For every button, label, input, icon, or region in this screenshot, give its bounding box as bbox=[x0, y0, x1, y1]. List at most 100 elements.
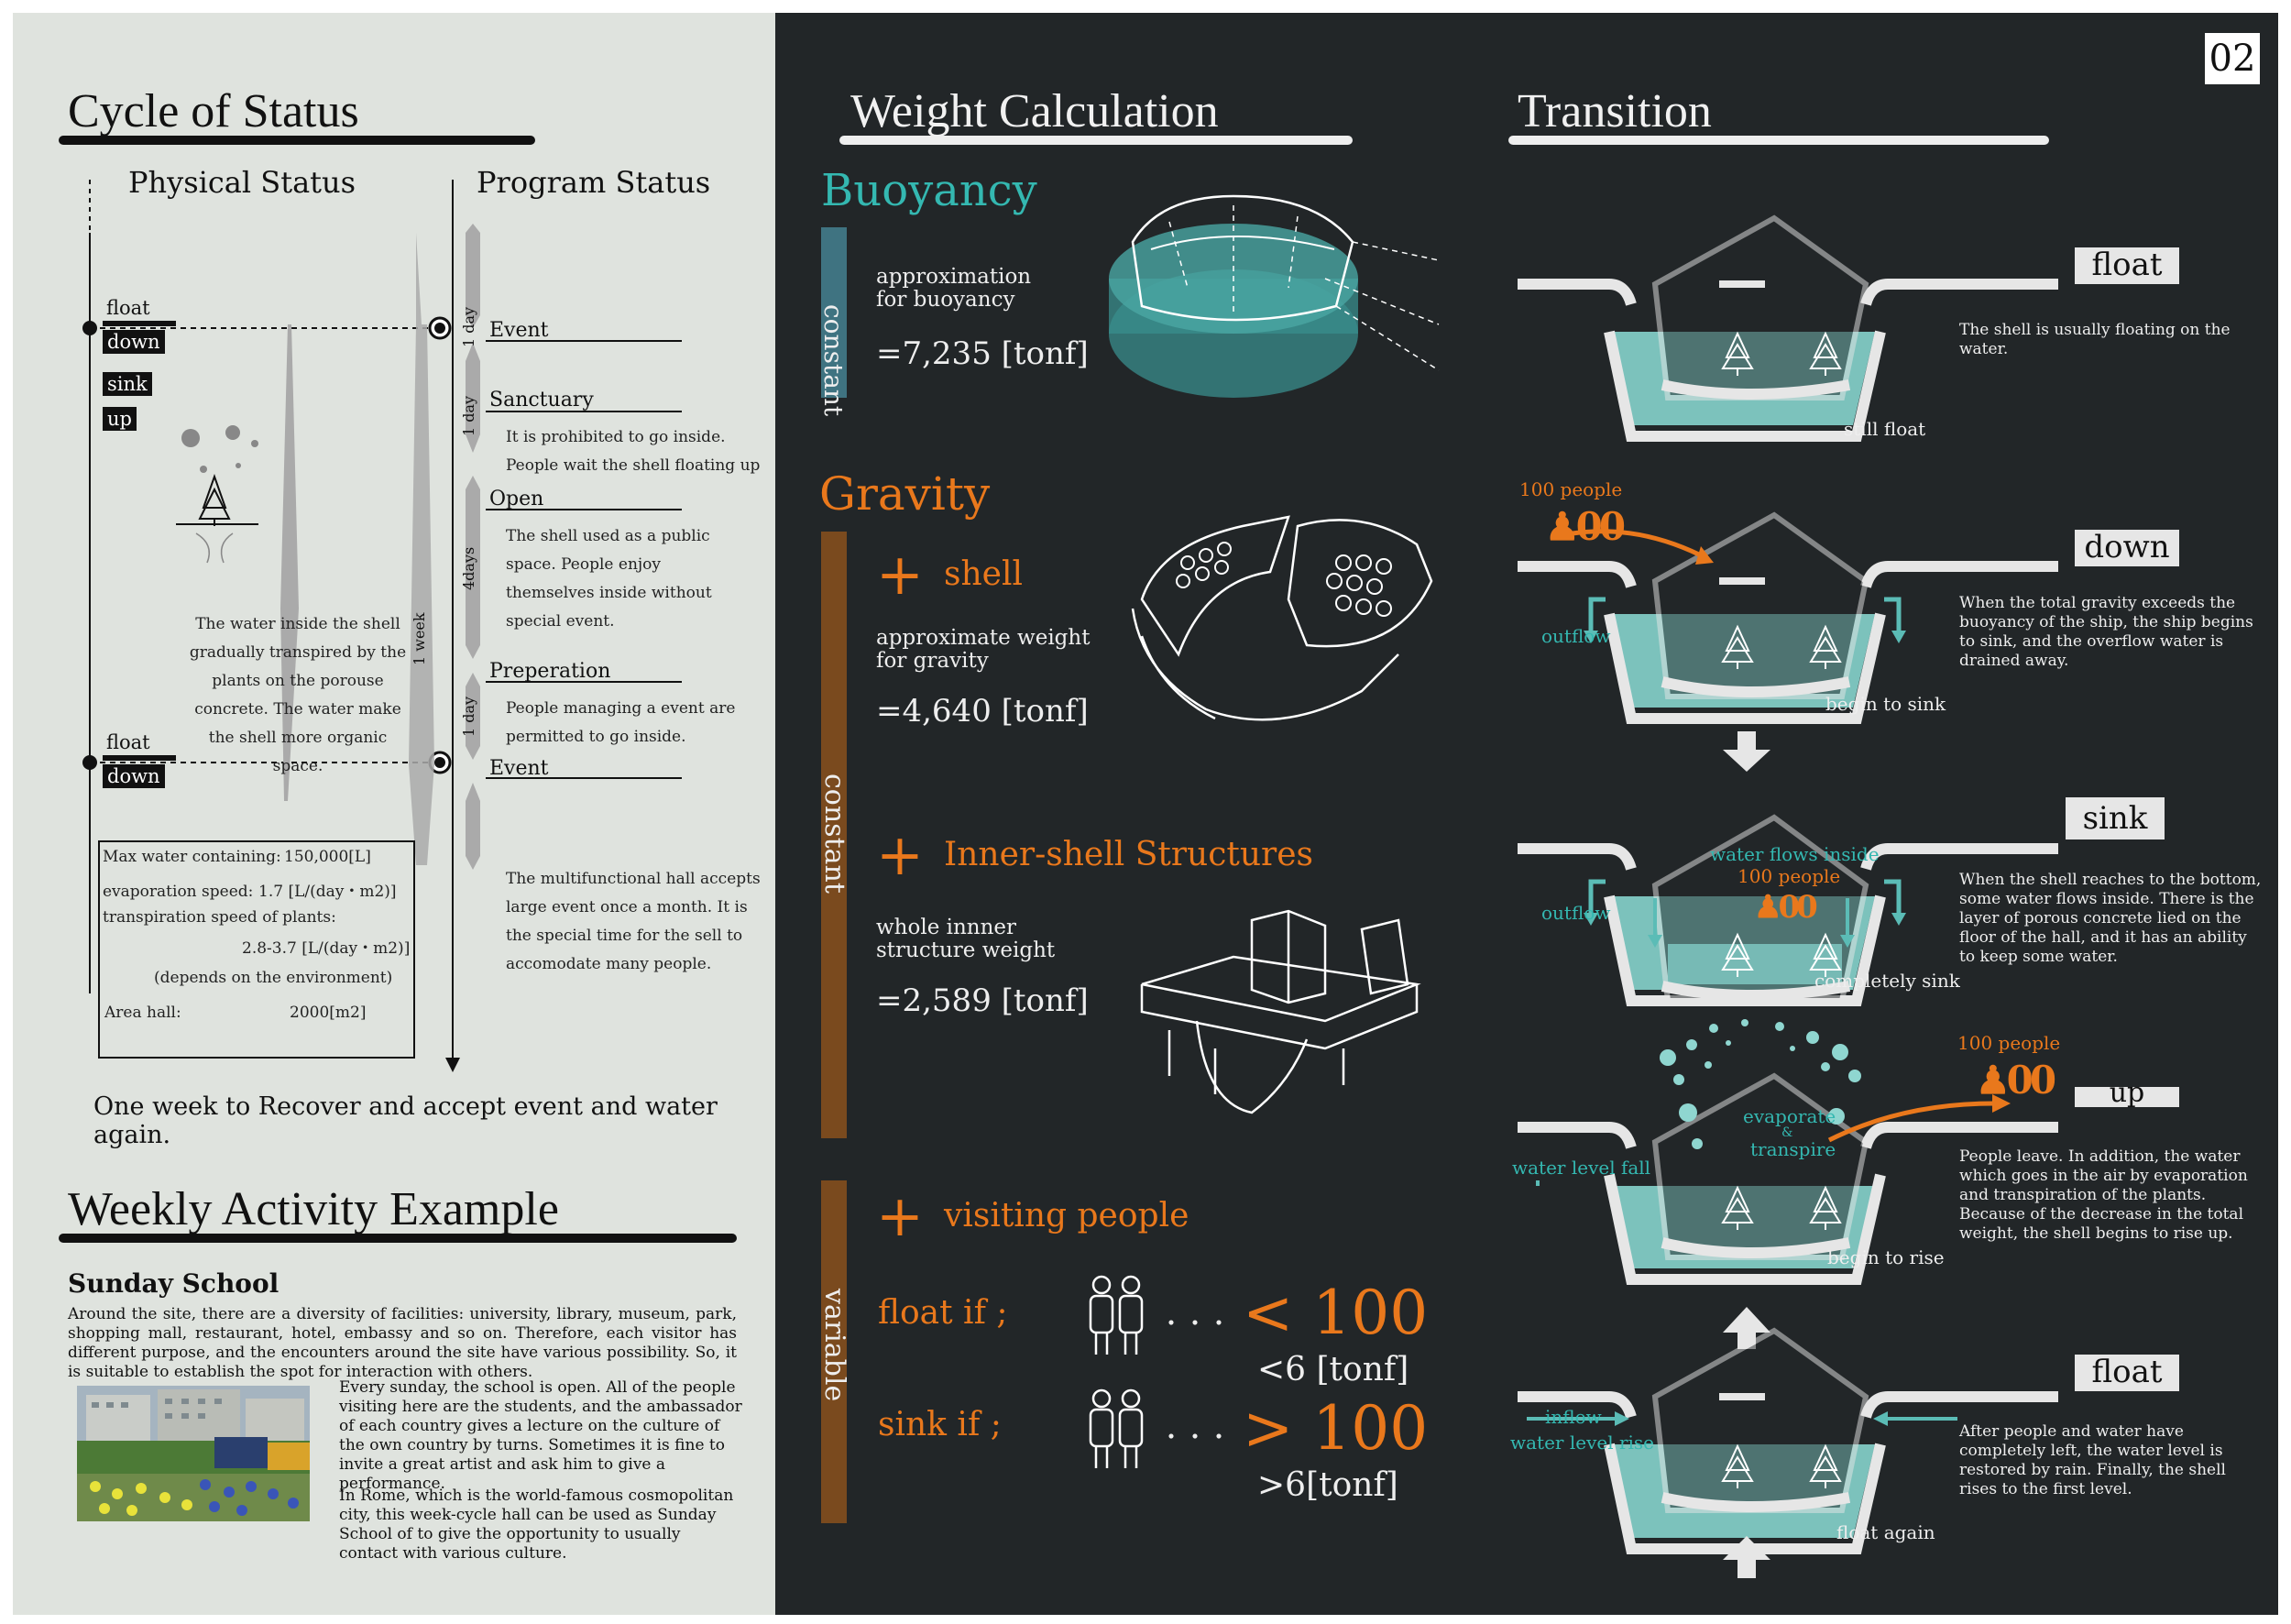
state-float-1: float bbox=[106, 297, 150, 319]
cycle-timeline-diagram bbox=[82, 180, 682, 1072]
weekly-title: Weekly Activity Example bbox=[68, 1183, 559, 1235]
buoyancy-value: =7,235 [tonf] bbox=[876, 335, 1089, 372]
weekly-para-3: In Rome, which is the world-famous cosmo… bbox=[339, 1487, 734, 1563]
weekly-para-1: Around the site, there are a diversity o… bbox=[68, 1305, 737, 1381]
shell-heading: shell bbox=[944, 555, 1023, 593]
people-icon-down: ♟00 bbox=[1545, 504, 1626, 549]
event-label-1: Event bbox=[489, 319, 549, 342]
spec-evaporation-value: 1.7 [L/(day・m2)] bbox=[258, 883, 397, 901]
gravity-heading: Gravity bbox=[819, 467, 991, 521]
duration-1day-b: 1 day bbox=[460, 395, 477, 436]
dots-1: ・・・ bbox=[1160, 1311, 1232, 1336]
caption-begin-to-rise: begin to rise bbox=[1827, 1246, 1945, 1268]
gravity-shell-icon bbox=[1131, 515, 1433, 721]
inner-heading: Inner-shell Structures bbox=[944, 836, 1314, 873]
state-float-tag-2: float bbox=[2075, 1355, 2179, 1391]
desc-up: People leave. In addition, the water whi… bbox=[1959, 1147, 2248, 1243]
event-label-2: Event bbox=[489, 757, 549, 780]
spec-transpiration-label: transpiration speed of plants: bbox=[103, 908, 336, 927]
water-level-rise-label: water level rise bbox=[1510, 1432, 1655, 1454]
state-up-tag: up bbox=[2075, 1087, 2179, 1107]
transition-diagrams bbox=[1518, 214, 2067, 1578]
page-number: 02 bbox=[2205, 33, 2260, 84]
cycle-summary: One week to Recover and accept event and… bbox=[93, 1092, 718, 1149]
people-icon-up: ♟00 bbox=[1976, 1058, 2056, 1103]
outflow-label-1: outflow bbox=[1541, 625, 1611, 647]
state-sink: sink bbox=[103, 372, 152, 396]
sink-count: > 100 bbox=[1243, 1393, 1429, 1464]
spec-evaporation-label: evaporation speed: bbox=[103, 883, 254, 901]
weight-illustrations bbox=[1089, 194, 1440, 1468]
open-label: Open bbox=[489, 488, 544, 510]
stage-sink bbox=[1518, 814, 2058, 1006]
program-status-heading: Program Status bbox=[477, 165, 711, 200]
float-underline-2 bbox=[103, 755, 176, 761]
variable-bar bbox=[821, 1180, 847, 1523]
spec-max-water-label: Max water containing: bbox=[103, 848, 281, 866]
caption-begin-to-sink: begin to sink bbox=[1825, 693, 1946, 715]
hall-text: The multifunctional hall accepts large e… bbox=[506, 870, 761, 973]
dots-2: ・・・ bbox=[1160, 1424, 1232, 1450]
transition-underline bbox=[1508, 136, 2049, 145]
visiting-heading: visiting people bbox=[944, 1197, 1189, 1234]
weight-title: Weight Calculation bbox=[850, 85, 1219, 137]
left-panel: Cycle of Status Physical Status Program … bbox=[13, 13, 775, 1615]
state-sink-tag: sink bbox=[2066, 797, 2165, 839]
right-panel: 02 Weight Calculation Buoyancy constant … bbox=[775, 13, 2278, 1615]
inflow-label: inflow bbox=[1545, 1406, 1602, 1428]
water-level-fall-label: water level fall bbox=[1512, 1157, 1651, 1179]
cycle-title: Cycle of Status bbox=[68, 85, 359, 137]
sink-tonf: >6[tonf] bbox=[1257, 1466, 1398, 1504]
inner-label: whole innner structure weight bbox=[876, 916, 1056, 962]
buoyancy-label: approximation for buoyancy bbox=[876, 265, 1032, 312]
inner-structure-icon bbox=[1140, 909, 1421, 1114]
buoyancy-heading: Buoyancy bbox=[821, 165, 1037, 216]
people-icon-sink bbox=[1089, 1388, 1144, 1468]
plus-icon-visiting: + bbox=[876, 1182, 924, 1249]
caption-float-again: float again bbox=[1836, 1521, 1935, 1543]
transition-title: Transition bbox=[1518, 85, 1712, 137]
state-down-2: down bbox=[103, 764, 165, 788]
weekly-para-2: Every sunday, the school is open. All of… bbox=[339, 1378, 742, 1493]
duration-1week: 1 week bbox=[411, 612, 428, 665]
float-underline bbox=[103, 321, 176, 326]
spec-transpiration-value: 2.8-3.7 [L/(day・m2)] bbox=[242, 939, 411, 958]
buoyancy-shell-icon bbox=[1109, 194, 1440, 398]
spec-environment-note: (depends on the environment) bbox=[154, 969, 393, 987]
sanctuary-text: It is prohibited to go inside. People wa… bbox=[506, 428, 761, 475]
state-float-2: float bbox=[106, 731, 150, 753]
sink-if-label: sink if ; bbox=[878, 1406, 1002, 1443]
title-underline bbox=[59, 136, 535, 145]
ampersand-label: & bbox=[1781, 1125, 1793, 1140]
gravity-bar bbox=[821, 532, 847, 1138]
state-down-tag: down bbox=[2075, 530, 2179, 566]
water-flows-inside-label: water flows inside bbox=[1710, 843, 1880, 865]
float-tonf: <6 [tonf] bbox=[1257, 1351, 1409, 1388]
spec-area-label: Area hall: bbox=[104, 1004, 181, 1022]
state-down-1: down bbox=[103, 330, 165, 354]
state-up: up bbox=[103, 407, 137, 431]
weekly-underline bbox=[59, 1234, 737, 1243]
float-if-label: float if ; bbox=[878, 1294, 1008, 1332]
stage-up bbox=[1518, 1019, 2058, 1349]
preperation-label: Preperation bbox=[489, 660, 611, 683]
desc-sink: When the shell reaches to the bottom, so… bbox=[1959, 871, 2262, 966]
people-label-up: 100 people bbox=[1957, 1032, 2061, 1054]
stage-down bbox=[1518, 511, 2058, 772]
people-icon-float bbox=[1089, 1275, 1144, 1355]
buoyancy-bar bbox=[821, 227, 847, 398]
sanctuary-label: Sanctuary bbox=[489, 389, 594, 411]
duration-1day-a: 1 day bbox=[460, 306, 477, 347]
weight-underline bbox=[839, 136, 1353, 145]
desc-float-1: The shell is usually floating on the wat… bbox=[1959, 321, 2231, 358]
plus-icon-inner: + bbox=[876, 821, 924, 888]
caption-completely-sink: completely sink bbox=[1814, 970, 1960, 992]
caption-still-float: still float bbox=[1844, 418, 1926, 440]
shell-value: =4,640 [tonf] bbox=[876, 693, 1089, 730]
open-text: The shell used as a public space. People… bbox=[506, 527, 712, 631]
spec-area-value: 2000[m2] bbox=[290, 1004, 367, 1022]
people-label-down: 100 people bbox=[1519, 478, 1623, 500]
evaporate-label: evaporate bbox=[1743, 1105, 1836, 1127]
stage-float-2 bbox=[1518, 1327, 2058, 1578]
preperation-text: People managing a event are permitted to… bbox=[506, 699, 736, 746]
